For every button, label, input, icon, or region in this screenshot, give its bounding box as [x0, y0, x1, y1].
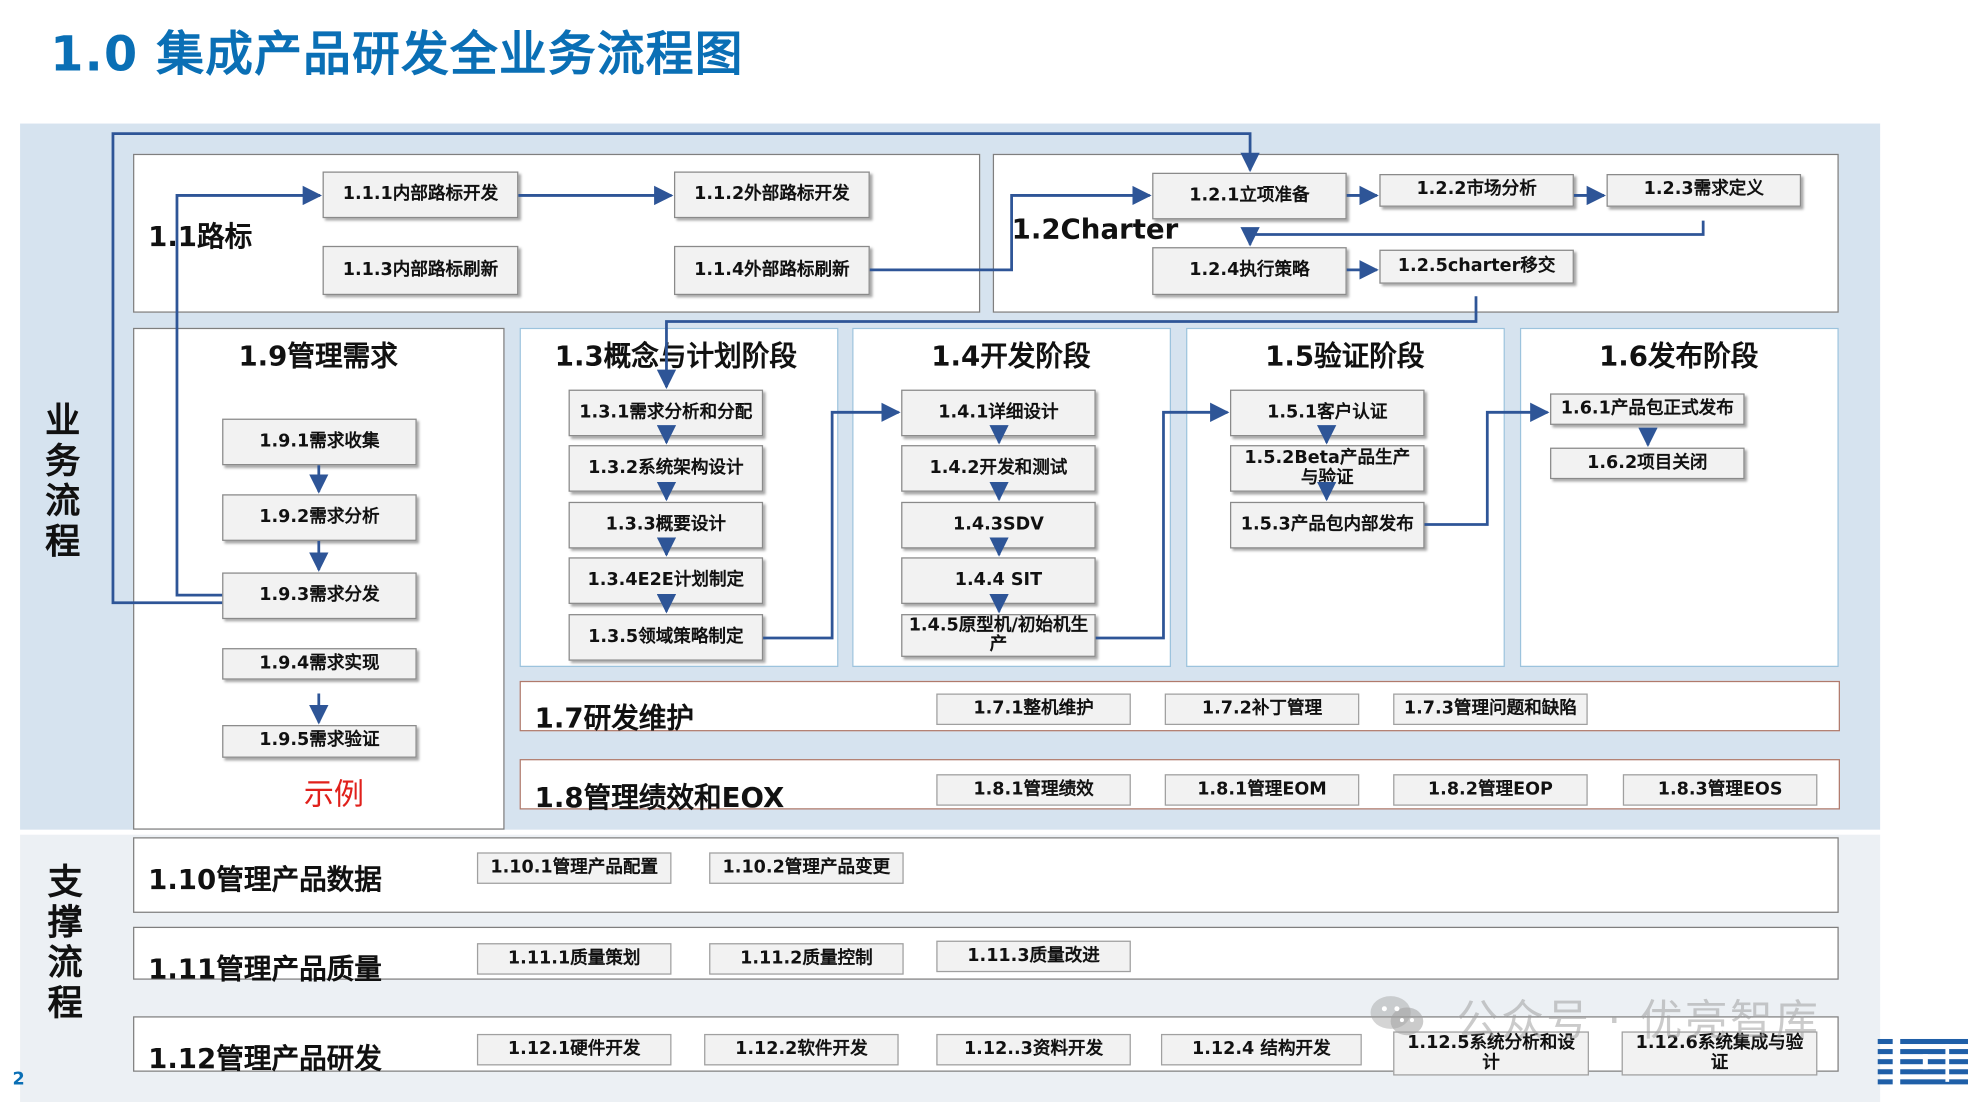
- quality-box-improve[interactable]: 1.11.3质量改进: [936, 940, 1131, 973]
- performance-box-kpi[interactable]: 1.8.1管理绩效: [936, 774, 1131, 806]
- verify-heading: 1.5验证阶段: [1265, 341, 1425, 374]
- develop-box-sit[interactable]: 1.4.4 SIT: [901, 557, 1096, 604]
- develop-box-sdv[interactable]: 1.4.3SDV: [901, 501, 1096, 549]
- rnd-heading: 1.12管理产品研发: [148, 1044, 382, 1076]
- rnd-box-hardware[interactable]: 1.12.1硬件开发: [476, 1033, 672, 1066]
- roadmap-heading: 1.1路标: [148, 221, 253, 254]
- develop-box-detailed-design[interactable]: 1.4.1详细设计: [901, 389, 1096, 437]
- charter-box-market[interactable]: 1.2.2市场分析: [1379, 174, 1574, 207]
- data-panel: [133, 837, 1839, 913]
- requirements-box-collect[interactable]: 1.9.1需求收集: [222, 418, 417, 466]
- maintenance-box-patch[interactable]: 1.7.2补丁管理: [1164, 693, 1360, 726]
- maintenance-box-device[interactable]: 1.7.1整机维护: [936, 693, 1131, 726]
- concept-box-architecture[interactable]: 1.3.2系统架构设计: [568, 445, 764, 492]
- performance-box-eos[interactable]: 1.8.3管理EOS: [1622, 774, 1818, 806]
- charter-box-strategy[interactable]: 1.2.4执行策略: [1152, 247, 1347, 296]
- maintenance-heading: 1.7研发维护: [534, 703, 695, 736]
- concept-box-e2e-plan[interactable]: 1.3.4E2E计划制定: [568, 557, 764, 604]
- develop-heading: 1.4开发阶段: [931, 341, 1091, 374]
- page-title: 1.0 集成产品研发全业务流程图: [50, 26, 744, 82]
- quality-box-plan[interactable]: 1.11.1质量策划: [476, 943, 672, 975]
- data-heading: 1.10管理产品数据: [148, 864, 382, 897]
- support-process-label: 支撑流程: [47, 861, 83, 1024]
- requirements-heading: 1.9管理需求: [238, 341, 398, 374]
- develop-box-dev-test[interactable]: 1.4.2开发和测试: [901, 445, 1096, 492]
- business-process-label: 业务流程: [45, 399, 81, 563]
- quality-box-control[interactable]: 1.11.2质量控制: [709, 943, 904, 975]
- performance-box-eop[interactable]: 1.8.2管理EOP: [1393, 774, 1588, 806]
- concept-box-req-analysis[interactable]: 1.3.1需求分析和分配: [568, 389, 764, 437]
- data-box-change[interactable]: 1.10.2管理产品变更: [709, 852, 904, 884]
- rnd-box-software[interactable]: 1.12.2软件开发: [704, 1033, 899, 1066]
- charter-box-prepare[interactable]: 1.2.1立项准备: [1152, 172, 1347, 220]
- ibm-logo-icon: [1877, 1036, 1968, 1092]
- performance-heading: 1.8管理绩效和EOX: [534, 783, 785, 815]
- release-panel: [1519, 327, 1839, 668]
- requirements-box-analyze[interactable]: 1.9.2需求分析: [222, 494, 417, 541]
- verify-panel: [1186, 327, 1505, 668]
- quality-heading: 1.11管理产品质量: [148, 954, 382, 987]
- release-heading: 1.6发布阶段: [1598, 341, 1759, 374]
- maintenance-box-defects[interactable]: 1.7.3管理问题和缺陷: [1393, 693, 1588, 726]
- rnd-box-system-design[interactable]: 1.12.5系统分析和设计: [1393, 1031, 1589, 1076]
- performance-box-eom[interactable]: 1.8.1管理EOM: [1164, 774, 1360, 806]
- verify-box-beta[interactable]: 1.5.2Beta产品生产与验证: [1229, 445, 1425, 492]
- concept-box-outline-design[interactable]: 1.3.3概要设计: [568, 501, 764, 549]
- rnd-box-structure[interactable]: 1.12.4 结构开发: [1160, 1033, 1362, 1066]
- verify-box-customer-cert[interactable]: 1.5.1客户认证: [1229, 389, 1425, 437]
- watermark-text: 公众号 · 优亮智库: [1455, 996, 1821, 1047]
- roadmap-box-internal-dev[interactable]: 1.1.1内部路标开发: [322, 171, 519, 219]
- concept-heading: 1.3概念与计划阶段: [554, 341, 797, 374]
- page-number: 2: [12, 1069, 25, 1090]
- concept-box-domain-strategy[interactable]: 1.3.5领域策略制定: [568, 614, 764, 661]
- develop-box-prototype[interactable]: 1.4.5原型机/初始机生产: [901, 614, 1096, 657]
- example-label: 示例: [303, 776, 364, 813]
- requirements-box-distribute[interactable]: 1.9.3需求分发: [222, 572, 417, 620]
- requirements-box-verify[interactable]: 1.9.5需求验证: [222, 725, 417, 758]
- requirements-box-implement[interactable]: 1.9.4需求实现: [222, 648, 417, 680]
- data-box-config[interactable]: 1.10.1管理产品配置: [476, 852, 672, 884]
- release-box-official[interactable]: 1.6.1产品包正式发布: [1550, 393, 1745, 425]
- roadmap-box-external-dev[interactable]: 1.1.2外部路标开发: [673, 171, 870, 219]
- verify-box-internal-release[interactable]: 1.5.3产品包内部发布: [1229, 501, 1425, 549]
- rnd-box-integration[interactable]: 1.12.6系统集成与验证: [1621, 1031, 1818, 1076]
- release-box-close[interactable]: 1.6.2项目关闭: [1550, 447, 1745, 480]
- rnd-box-docs[interactable]: 1.12..3资料开发: [936, 1033, 1131, 1066]
- roadmap-box-external-refresh[interactable]: 1.1.4外部路标刷新: [673, 245, 870, 296]
- charter-box-handover[interactable]: 1.2.5charter移交: [1379, 249, 1574, 284]
- charter-box-requirement[interactable]: 1.2.3需求定义: [1606, 174, 1802, 207]
- wechat-icon: [1370, 996, 1424, 1036]
- roadmap-box-internal-refresh[interactable]: 1.1.3内部路标刷新: [322, 245, 519, 296]
